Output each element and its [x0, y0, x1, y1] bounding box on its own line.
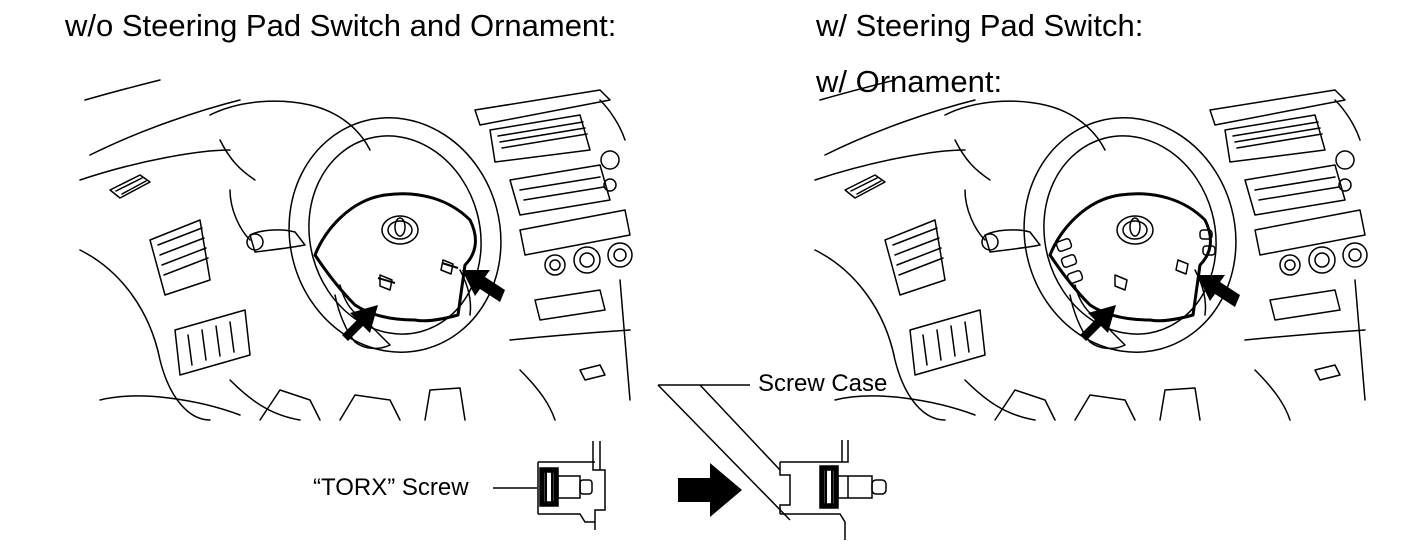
steering-pad-switch-left	[1055, 238, 1084, 284]
steering-wheel-illustration-left	[78, 78, 634, 422]
torx-screw-detail	[493, 441, 606, 530]
arrow-right-right	[1197, 275, 1240, 307]
torx-screw-label: “TORX” Screw	[313, 474, 469, 501]
steering-pad-switch-right	[1199, 229, 1216, 256]
arrow-bottom	[678, 463, 742, 517]
right-panel-title-switch: w/ Steering Pad Switch:	[816, 8, 1144, 43]
left-panel-title: w/o Steering Pad Switch and Ornament:	[65, 8, 617, 43]
screw-case-detail	[657, 384, 887, 540]
arrow-left-lower	[342, 305, 378, 341]
arrow-right-lower	[1080, 305, 1116, 341]
screw-case-label: Screw Case	[758, 370, 888, 397]
pad-screw-left	[377, 262, 459, 284]
arrow-left-right	[462, 270, 505, 302]
steering-wheel-illustration-right	[813, 78, 1369, 422]
